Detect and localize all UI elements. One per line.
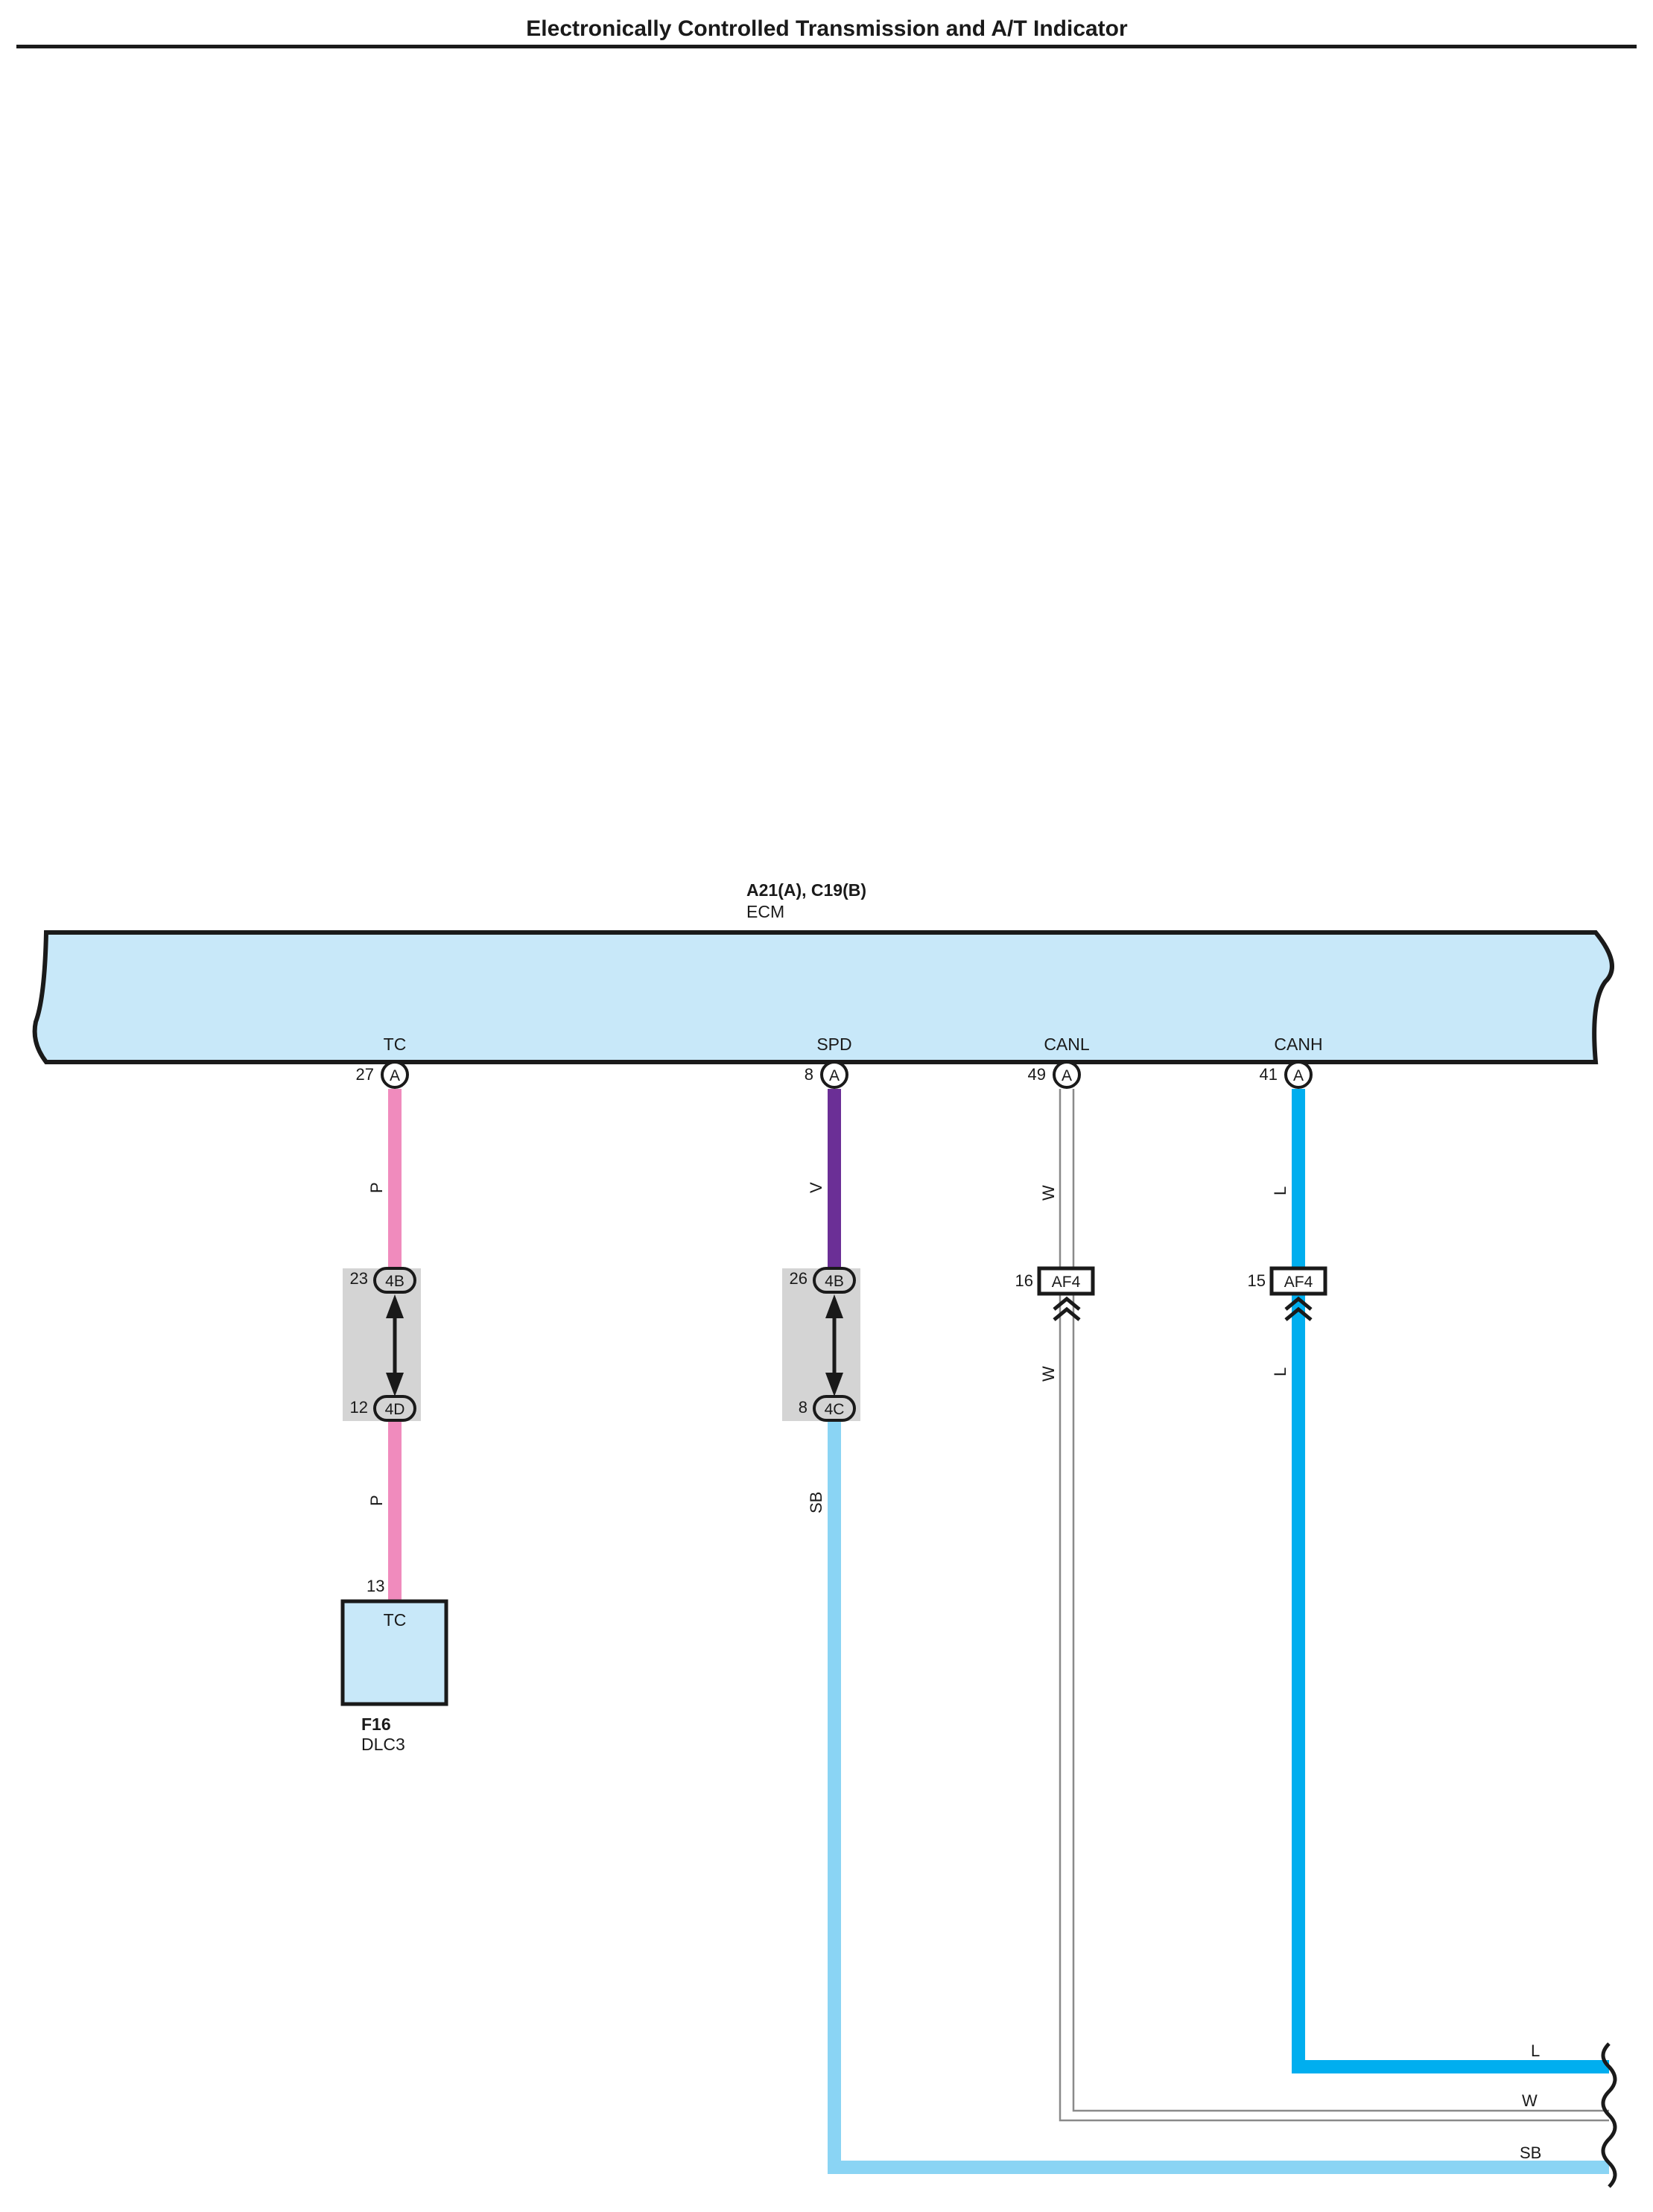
ecm-pin-connector-canl: A xyxy=(1062,1067,1072,1084)
connector-pin-canh: 15 xyxy=(1248,1271,1266,1290)
connector-code-canh: AF4 xyxy=(1284,1274,1313,1291)
connector-code-canl: AF4 xyxy=(1052,1274,1081,1291)
chevron-up-icon xyxy=(1284,1296,1313,1311)
junction-conn-spd-top: 4B xyxy=(825,1273,844,1290)
ecm-terminal-canh: CANH xyxy=(1274,1035,1322,1054)
connector-oval xyxy=(813,1267,856,1294)
ecm-pin-number-canh: 41 xyxy=(1260,1065,1278,1084)
dlc3-connector: 13 TC F16 DLC3 xyxy=(340,1577,448,1754)
wire-label-canl-lower: W xyxy=(1039,1366,1058,1382)
connector-af4-canl: AF4 16 xyxy=(1015,1266,1095,1321)
ecm-pin-circle xyxy=(381,1061,409,1089)
wire-spd-lower xyxy=(828,1421,1609,2174)
wire-canl-a xyxy=(1059,1089,1609,2122)
connector-box xyxy=(1037,1266,1095,1296)
ecm-pin-circle xyxy=(1053,1061,1081,1089)
connector-oval xyxy=(373,1267,416,1294)
junction-conn-tc-bottom: 4D xyxy=(385,1401,405,1418)
ecm-pin-number-canl: 49 xyxy=(1028,1065,1046,1084)
dlc3-pin-number: 13 xyxy=(367,1577,384,1595)
ecm-pin-number-spd: 8 xyxy=(805,1065,813,1084)
wire-label-canh-upper: L xyxy=(1271,1186,1289,1195)
ecm-pin-tc: 27 A xyxy=(356,1061,409,1089)
ecm-pin-spd: 8 A xyxy=(805,1061,848,1089)
ecm-pin-connector-canh: A xyxy=(1293,1067,1304,1084)
junction-block-spd: 26 4B 8 4C xyxy=(782,1267,860,1422)
junction-block-bg xyxy=(782,1268,860,1421)
dlc3-body xyxy=(340,1599,448,1706)
wire-label-tc-lower: P xyxy=(367,1495,386,1506)
connector-box xyxy=(1269,1266,1327,1296)
ecm-terminal-tc: TC xyxy=(384,1035,407,1054)
junction-conn-spd-bottom: 4C xyxy=(825,1401,845,1418)
wire-label-canh-lower: L xyxy=(1271,1367,1289,1376)
dlc3-code: F16 xyxy=(361,1714,391,1734)
wire-label-canl-upper: W xyxy=(1039,1185,1058,1201)
connector-oval xyxy=(373,1395,416,1422)
ecm-pin-canl: 49 A xyxy=(1028,1061,1081,1089)
chevron-up-icon xyxy=(1053,1306,1081,1321)
wire-label-spd-lower: SB xyxy=(807,1492,825,1513)
ecm-pin-circle xyxy=(820,1061,848,1089)
ecm-connector-code: A21(A), C19(B) xyxy=(746,880,866,900)
junction-conn-tc-top: 4B xyxy=(385,1273,404,1290)
junction-block-bg xyxy=(343,1268,421,1421)
dlc3-name: DLC3 xyxy=(361,1735,405,1754)
ecm-pin-number-tc: 27 xyxy=(356,1065,374,1084)
continuation-label-w: W xyxy=(1522,2091,1538,2110)
ecm-terminal-canl: CANL xyxy=(1044,1035,1090,1054)
wire-label-tc-upper: P xyxy=(367,1182,386,1193)
chevron-up-icon xyxy=(1284,1306,1313,1321)
wire-label-spd-upper: V xyxy=(807,1182,825,1193)
continuation-label-sb: SB xyxy=(1520,2143,1541,2162)
junction-block-tc: 23 4B 12 4D xyxy=(343,1267,421,1422)
connector-af4-canh: AF4 15 xyxy=(1248,1266,1327,1321)
ecm-name: ECM xyxy=(746,902,784,921)
dlc3-terminal: TC xyxy=(384,1610,407,1630)
page-title: Electronically Controlled Transmission a… xyxy=(526,16,1128,41)
continuation-label-l: L xyxy=(1531,2041,1540,2060)
ecm-pin-connector-spd: A xyxy=(829,1067,840,1084)
junction-pin-tc-top: 23 xyxy=(350,1269,368,1288)
arrow-down-icon xyxy=(386,1373,404,1396)
ecm-pin-circle xyxy=(1284,1061,1313,1089)
ecm-pin-canh: 41 A xyxy=(1260,1061,1313,1089)
arrow-up-icon xyxy=(386,1294,404,1318)
title-rule xyxy=(16,45,1637,48)
wire-canh xyxy=(1292,1089,1609,2073)
ecm-terminal-spd: SPD xyxy=(816,1035,851,1054)
chevron-up-icon xyxy=(1053,1296,1081,1311)
ecm-pin-connector-tc: A xyxy=(390,1067,400,1084)
connector-oval xyxy=(813,1395,856,1422)
junction-pin-tc-bottom: 12 xyxy=(350,1398,368,1417)
junction-pin-spd-top: 26 xyxy=(790,1269,808,1288)
ecm-body xyxy=(32,930,1614,1064)
connector-pin-canl: 16 xyxy=(1015,1271,1033,1290)
wire-break-mark xyxy=(1601,2042,1617,2188)
arrow-down-icon xyxy=(825,1373,843,1396)
wire-canl-b xyxy=(1072,1089,1609,2112)
arrow-up-icon xyxy=(825,1294,843,1318)
junction-pin-spd-bottom: 8 xyxy=(799,1398,808,1417)
